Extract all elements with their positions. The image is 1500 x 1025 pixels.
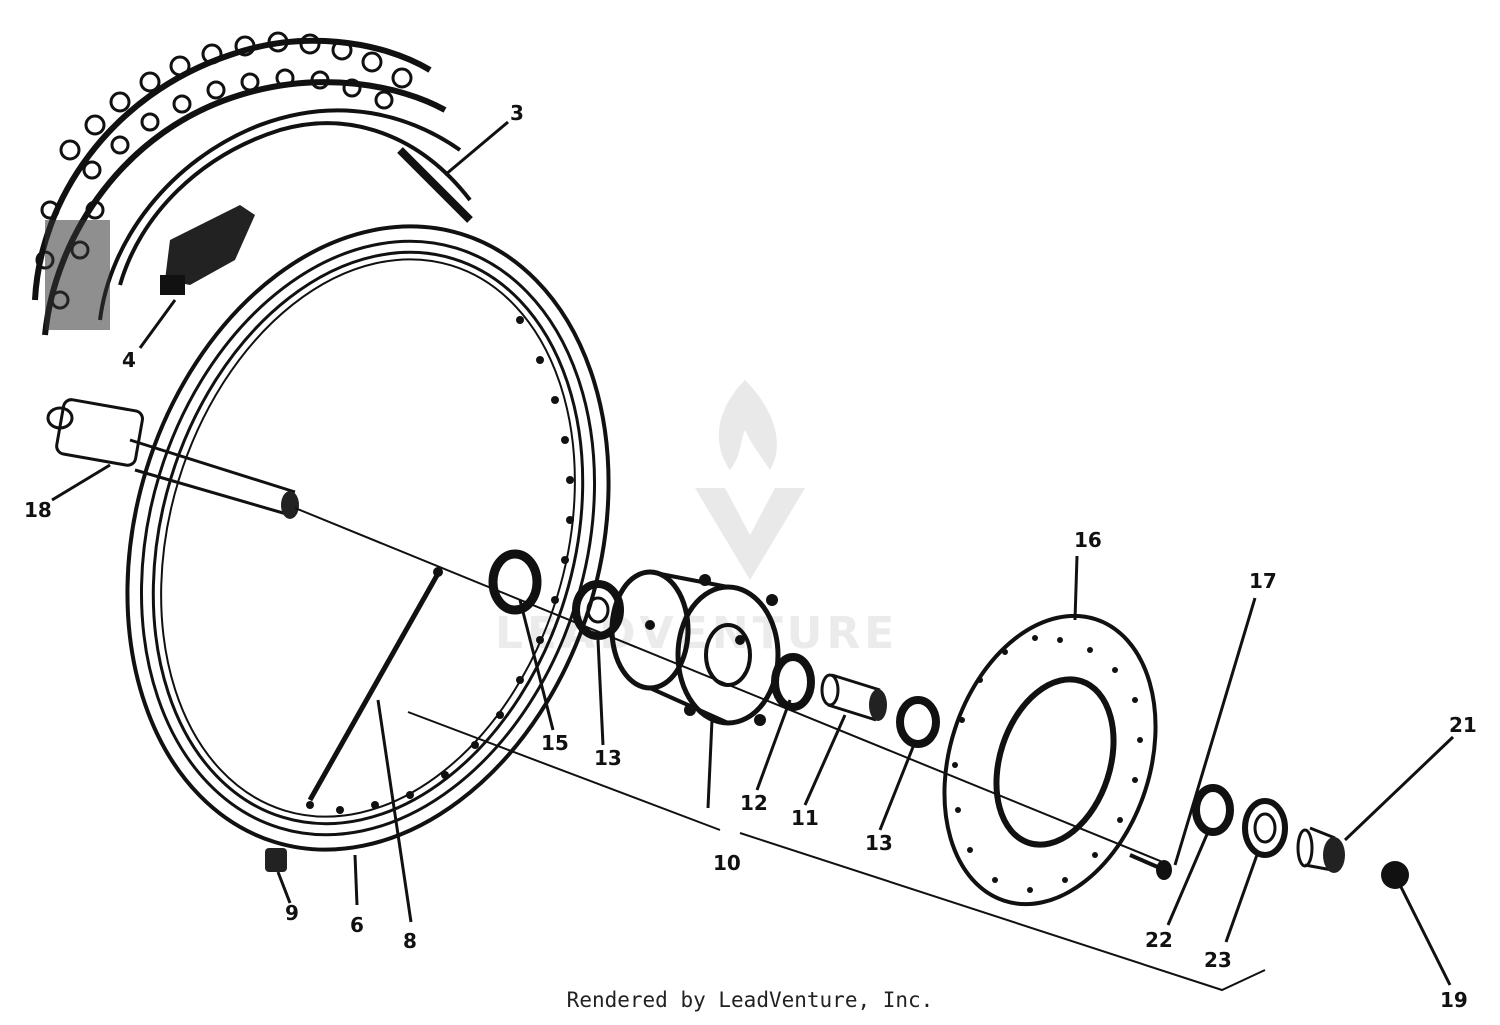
bearing-left xyxy=(572,580,624,640)
callout-12: 12 xyxy=(740,791,768,815)
assembly-bracket-10 xyxy=(407,711,1266,992)
callout-10: 10 xyxy=(713,851,741,875)
spoke xyxy=(307,567,443,802)
bearing-23 xyxy=(1242,798,1288,858)
callout-labels: 3 4 18 16 17 21 15 13 12 11 13 10 9 6 8 … xyxy=(24,101,1477,1012)
callout-22: 22 xyxy=(1145,928,1173,952)
leader-lines xyxy=(51,120,1455,986)
render-credit: Rendered by LeadVenture, Inc. xyxy=(566,988,934,1012)
callout-18: 18 xyxy=(24,498,52,522)
dust-seal xyxy=(488,549,542,615)
bearing-12 xyxy=(771,653,815,711)
callout-21: 21 xyxy=(1449,713,1477,737)
callout-3: 3 xyxy=(510,101,524,125)
tube-valve xyxy=(160,205,255,295)
axle-nut xyxy=(1381,861,1409,889)
brake-disc xyxy=(942,613,1158,907)
collar xyxy=(1296,826,1345,873)
callout-4: 4 xyxy=(122,348,136,372)
callout-13-left: 13 xyxy=(594,746,622,770)
callout-13-right: 13 xyxy=(865,831,893,855)
bearing-right xyxy=(896,696,940,748)
watermark-text: LEADVENTURE xyxy=(495,608,898,659)
disc-bolt xyxy=(1129,853,1172,880)
callout-19: 19 xyxy=(1440,988,1468,1012)
leadventure-watermark: LEADVENTURE xyxy=(495,380,898,659)
hub xyxy=(609,569,781,726)
seal-22 xyxy=(1192,784,1234,836)
callout-23: 23 xyxy=(1204,948,1232,972)
callout-15: 15 xyxy=(541,731,569,755)
callout-6: 6 xyxy=(350,913,364,937)
callout-9: 9 xyxy=(285,901,299,925)
callout-8: 8 xyxy=(403,929,417,953)
callout-17: 17 xyxy=(1249,569,1277,593)
callout-11: 11 xyxy=(791,806,819,830)
callout-16: 16 xyxy=(1074,528,1102,552)
tire xyxy=(32,31,473,336)
spoke-nipple xyxy=(265,848,287,872)
spacer xyxy=(820,673,887,722)
axle xyxy=(46,398,1171,866)
